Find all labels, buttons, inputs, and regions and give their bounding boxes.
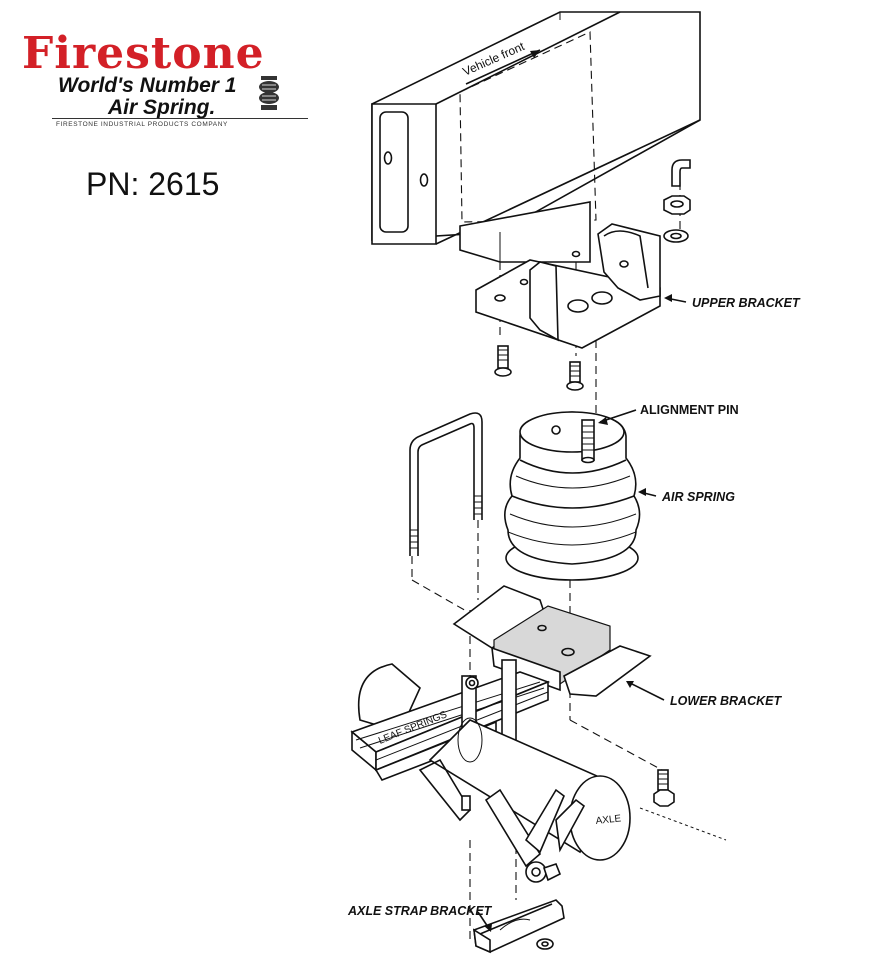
logo-divider [52, 118, 308, 119]
upper-bracket-label: UPPER BRACKET [692, 296, 800, 310]
alignment-pin-label: ALIGNMENT PIN [640, 403, 739, 417]
logo-tagline-1: World's Number 1 [58, 74, 237, 97]
axle-label: AXLE [595, 813, 622, 827]
lower-bracket [452, 585, 652, 697]
air-spring-logo-icon [259, 76, 279, 110]
vehicle-front-arrow [465, 49, 541, 85]
axle-strap-bracket-label: AXLE STRAP BRACKET [348, 904, 492, 918]
u-bolt [409, 412, 483, 556]
frame-rail [371, 11, 701, 263]
firestone-logo: Firestone World's Number 1 Air Spring. F… [22, 28, 322, 138]
shock-link [484, 788, 586, 883]
logo-tagline-2: Air Spring. [108, 96, 216, 119]
lower-bracket-label: LOWER BRACKET [670, 694, 782, 708]
leaf-springs [350, 659, 551, 781]
air-spring [504, 411, 641, 581]
upper-bolts [494, 345, 584, 391]
air-fitting [663, 159, 691, 243]
upper-bracket [475, 223, 661, 349]
logo-brand: Firestone [22, 28, 265, 79]
logo-company: FIRESTONE INDUSTRIAL PRODUCTS COMPANY [56, 121, 228, 128]
callout-leaders [477, 294, 687, 932]
lower-bolt [653, 769, 675, 807]
axle-strap-bracket [472, 899, 565, 954]
part-number: PN: 2615 [86, 166, 220, 202]
air-spring-label: AIR SPRING [662, 490, 735, 504]
